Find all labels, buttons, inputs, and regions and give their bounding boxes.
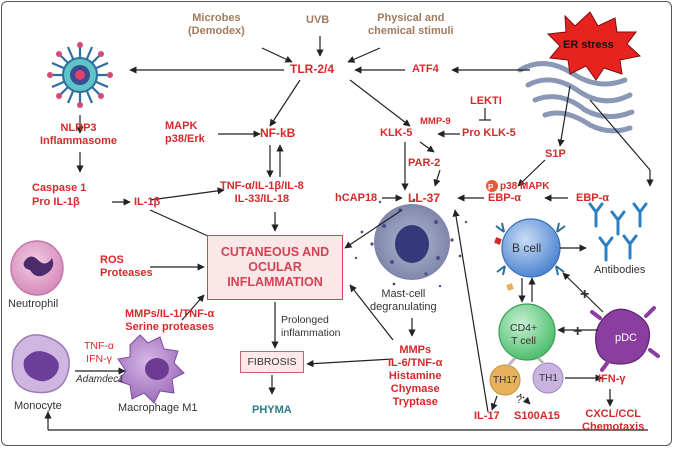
pdc-icon bbox=[590, 306, 660, 372]
plus-sign-lower: + bbox=[573, 323, 583, 340]
mmp9-node: MMP-9 bbox=[420, 116, 451, 127]
caspase-node: Caspase 1 bbox=[32, 182, 87, 194]
cytokines-node: TNF-α/IL-1β/IL-8 IL-33/IL-18 bbox=[220, 180, 304, 205]
mmps-il1-node: MMPs/IL-1/TNF-α Serine proteases bbox=[125, 308, 215, 333]
mapk-node: MAPK p38/Erk bbox=[165, 120, 205, 145]
neutrophil-icon bbox=[10, 240, 64, 296]
pdc-label: pDC bbox=[615, 332, 638, 344]
il1b-node: IL-1β bbox=[134, 196, 161, 208]
phospho-badge bbox=[486, 180, 498, 192]
er-stress-burst bbox=[546, 11, 642, 81]
inflammation-label: CUTANEOUS AND OCULAR INFLAMMATION bbox=[220, 245, 330, 289]
s100a15-node: S100A15 bbox=[514, 410, 560, 422]
nlrp3-node: NLRP3 Inflammasome bbox=[40, 122, 118, 147]
b-cell-label: B cell bbox=[512, 241, 542, 255]
th1-icon bbox=[532, 362, 564, 394]
antibodies-label: Antibodies bbox=[594, 264, 646, 276]
t-cell-links bbox=[506, 356, 546, 367]
er-organelle-icon bbox=[517, 61, 635, 134]
t-cell-label: CD4+ T cell bbox=[510, 322, 538, 347]
inflammasome-icon bbox=[47, 42, 113, 108]
par2-node: PAR-2 bbox=[408, 157, 441, 169]
tnf-ifn-node: TNF-α IFN-γ bbox=[84, 340, 114, 365]
s1p-node: S1P bbox=[545, 148, 566, 160]
microbes-label: Microbes (Demodex) bbox=[188, 12, 245, 37]
mast-products-node: MMPs IL-6/TNF-α Histamine Chymase Trypta… bbox=[388, 344, 443, 408]
mast-cell-label: Mast-cell degranulating bbox=[370, 288, 437, 313]
macrophage-label: Macrophage M1 bbox=[118, 402, 198, 414]
phyma-node: PHYMA bbox=[252, 404, 292, 416]
monocyte-label: Monocyte bbox=[14, 400, 62, 412]
hcap18-node: hCAP18 bbox=[335, 192, 378, 204]
klk5-node: KLK-5 bbox=[380, 127, 413, 139]
pro-klk5-node: Pro KLK-5 bbox=[462, 127, 516, 139]
il17-node: IL-17 bbox=[474, 410, 500, 422]
ros-node: ROS Proteases bbox=[100, 254, 153, 279]
mast-cell-icon bbox=[354, 198, 468, 288]
b-cell-icon bbox=[494, 218, 566, 291]
th17-label: TH17 bbox=[493, 375, 518, 386]
tlr-node: TLR-2/4 bbox=[290, 62, 335, 76]
macrophage-icon bbox=[117, 334, 185, 404]
pro-il1b-node: Pro IL-1β bbox=[32, 196, 80, 208]
t-cell-icon bbox=[498, 303, 556, 361]
lekti-node: LEKTI bbox=[470, 95, 502, 107]
fibrosis-label: FIBROSIS bbox=[247, 356, 297, 368]
uvb-label: UVB bbox=[306, 14, 330, 26]
p38-mapk-node: p38 MAPK bbox=[500, 181, 550, 192]
nfkb-node: NF-kB bbox=[260, 126, 296, 140]
ifn-g-node: IFN-γ bbox=[598, 373, 626, 385]
prolonged-label: Prolonged inflammation bbox=[281, 314, 341, 339]
atf4-node: ATF4 bbox=[412, 63, 439, 75]
cxcl-node: CXCL/CCL Chemotaxis bbox=[582, 408, 645, 433]
physical-stimuli-label: Physical and chemical stimuli bbox=[368, 12, 454, 37]
arrows bbox=[44, 36, 654, 431]
er-stress-label: ER stress bbox=[563, 39, 614, 51]
ebp-a-node: EBP-α bbox=[576, 192, 610, 204]
monocyte-icon bbox=[11, 334, 70, 394]
antibodies-icon bbox=[588, 202, 648, 262]
th17-icon bbox=[489, 364, 521, 396]
th1-label: TH1 bbox=[539, 373, 558, 384]
question-mark: ? bbox=[516, 394, 523, 406]
ll37-node: LL-37 bbox=[408, 191, 441, 205]
plus-sign-upper: + bbox=[580, 286, 590, 303]
neutrophil-label: Neutrophil bbox=[8, 298, 59, 310]
phospho-badge-label: P bbox=[488, 183, 494, 192]
fibrosis-box: FIBROSIS bbox=[240, 351, 304, 373]
inflammation-box: CUTANEOUS AND OCULAR INFLAMMATION bbox=[207, 235, 343, 300]
adamdec1-label: Adamdec1 bbox=[76, 374, 124, 385]
ebp-a-phospho-node: EBP-α bbox=[488, 192, 522, 204]
